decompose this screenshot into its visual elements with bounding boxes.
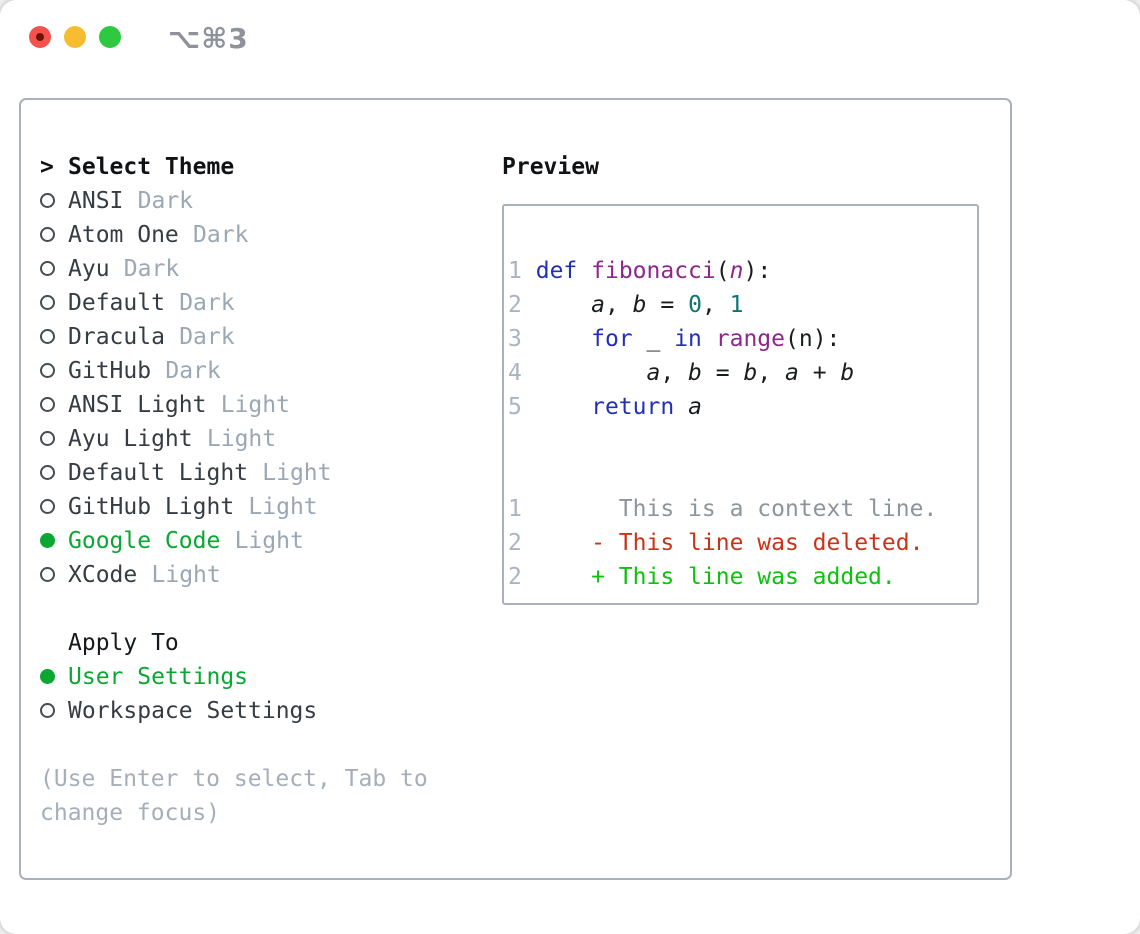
preview-label: Preview bbox=[502, 154, 599, 180]
line-number: 2 bbox=[508, 530, 522, 556]
theme-option-label: XCode bbox=[68, 562, 138, 588]
theme-option-google-code[interactable]: Google Code Light bbox=[40, 524, 495, 558]
theme-option-ayu[interactable]: Ayu Dark bbox=[40, 252, 495, 286]
radio-circle-icon bbox=[40, 456, 68, 490]
line-number: 5 bbox=[508, 394, 522, 420]
apply-option-label: User Settings bbox=[68, 664, 249, 690]
theme-option-label: Google Code bbox=[68, 528, 221, 554]
help-text: (Use Enter to select, Tab to change focus… bbox=[40, 762, 495, 830]
theme-variant-tag: Light bbox=[262, 460, 332, 486]
theme-option-atom-one[interactable]: Atom One Dark bbox=[40, 218, 495, 252]
theme-option-label: GitHub bbox=[68, 358, 152, 384]
radio-circle-icon bbox=[40, 184, 68, 218]
code-line-2: 2 a, b = 0, 1 bbox=[508, 292, 744, 318]
code-line-5: 5 return a bbox=[508, 394, 702, 420]
help-text-line: change focus) bbox=[40, 800, 221, 826]
maximize-button[interactable] bbox=[99, 26, 121, 48]
theme-option-label: ANSI bbox=[68, 188, 124, 214]
theme-variant-tag: Light bbox=[151, 562, 221, 588]
select-theme-label: Select Theme bbox=[68, 154, 235, 180]
theme-option-label: Atom One bbox=[68, 222, 179, 248]
preview-column: Preview 1 def fibonacci(n): 2 a, b = 0, 1… bbox=[502, 150, 992, 605]
theme-option-github[interactable]: GitHub Dark bbox=[40, 354, 495, 388]
theme-option-ansi-light[interactable]: ANSI Light Light bbox=[40, 388, 495, 422]
line-number: 1 bbox=[508, 496, 522, 522]
theme-variant-tag: Light bbox=[234, 528, 304, 554]
line-number: 2 bbox=[508, 292, 522, 318]
theme-option-label: Default bbox=[68, 290, 165, 316]
radio-circle-icon bbox=[40, 252, 68, 286]
radio-circle-icon bbox=[40, 388, 68, 422]
theme-option-label: GitHub Light bbox=[68, 494, 235, 520]
theme-option-label: Default Light bbox=[68, 460, 249, 486]
code-line-3: 3 for _ in range(n): bbox=[508, 326, 841, 352]
radio-circle-icon bbox=[40, 354, 68, 388]
spacer bbox=[40, 592, 495, 626]
apply-option-workspace-settings[interactable]: Workspace Settings bbox=[40, 694, 495, 728]
window-title-shortcut: ⌥⌘3 bbox=[168, 22, 249, 55]
diff-added-line: 2 + This line was added. bbox=[508, 564, 896, 590]
close-dot-icon bbox=[36, 33, 44, 41]
theme-variant-tag: Light bbox=[206, 426, 277, 452]
apply-to-label: Apply To bbox=[68, 630, 179, 656]
preview-box: 1 def fibonacci(n): 2 a, b = 0, 1 3 for _ … bbox=[502, 204, 979, 605]
radio-circle-icon bbox=[40, 558, 68, 592]
spacer bbox=[40, 728, 495, 762]
selected-radio-icon bbox=[40, 660, 68, 694]
apply-option-label: Workspace Settings bbox=[68, 698, 318, 724]
theme-variant-tag: Dark bbox=[123, 256, 180, 282]
close-button[interactable] bbox=[29, 26, 51, 48]
theme-option-label: ANSI Light bbox=[68, 392, 207, 418]
theme-variant-tag: Light bbox=[248, 494, 318, 520]
theme-variant-tag: Dark bbox=[165, 358, 221, 384]
theme-option-label: Ayu Light bbox=[68, 426, 193, 452]
select-theme-header: > Select Theme bbox=[40, 150, 495, 184]
theme-option-default-light[interactable]: Default Light Light bbox=[40, 456, 495, 490]
radio-circle-icon bbox=[40, 694, 68, 728]
theme-variant-tag: Dark bbox=[179, 324, 235, 350]
theme-option-dracula[interactable]: Dracula Dark bbox=[40, 320, 495, 354]
diff-preview-block: 1 This is a context line. 2 - This line w… bbox=[508, 492, 973, 594]
radio-circle-icon bbox=[40, 286, 68, 320]
selection-arrow-icon: > bbox=[40, 154, 54, 180]
line-number: 1 bbox=[508, 258, 522, 284]
radio-circle-icon bbox=[40, 218, 68, 252]
theme-variant-tag: Dark bbox=[179, 290, 235, 316]
preview-header: Preview bbox=[502, 150, 992, 184]
theme-option-ansi[interactable]: ANSI Dark bbox=[40, 184, 495, 218]
theme-option-github-light[interactable]: GitHub Light Light bbox=[40, 490, 495, 524]
radio-circle-icon bbox=[40, 320, 68, 354]
apply-option-user-settings[interactable]: User Settings bbox=[40, 660, 495, 694]
theme-variant-tag: Light bbox=[220, 392, 290, 418]
help-text-line: (Use Enter to select, Tab to bbox=[40, 766, 428, 792]
code-line-1: 1 def fibonacci(n): bbox=[508, 258, 772, 284]
window-titlebar: ⌥⌘3 bbox=[0, 0, 1140, 70]
selected-radio-icon bbox=[40, 524, 68, 558]
radio-circle-icon bbox=[40, 490, 68, 524]
theme-option-label: Dracula bbox=[68, 324, 165, 350]
line-number: 4 bbox=[508, 360, 522, 386]
code-preview-block: 1 def fibonacci(n): 2 a, b = 0, 1 3 for _ … bbox=[508, 254, 973, 424]
line-number: 3 bbox=[508, 326, 522, 352]
code-line-4: 4 a, b = b, a + b bbox=[508, 360, 855, 386]
diff-context-line: 1 This is a context line. bbox=[508, 496, 938, 522]
theme-option-default[interactable]: Default Dark bbox=[40, 286, 495, 320]
theme-variant-tag: Dark bbox=[193, 222, 249, 248]
minimize-button[interactable] bbox=[64, 26, 86, 48]
diff-deleted-line: 2 - This line was deleted. bbox=[508, 530, 924, 556]
theme-variant-tag: Dark bbox=[137, 188, 194, 214]
line-number: 2 bbox=[508, 564, 522, 590]
theme-option-ayu-light[interactable]: Ayu Light Light bbox=[40, 422, 495, 456]
theme-option-label: Ayu bbox=[68, 256, 110, 282]
radio-circle-icon bbox=[40, 422, 68, 456]
theme-option-xcode[interactable]: XCode Light bbox=[40, 558, 495, 592]
apply-to-header: Apply To bbox=[40, 626, 495, 660]
